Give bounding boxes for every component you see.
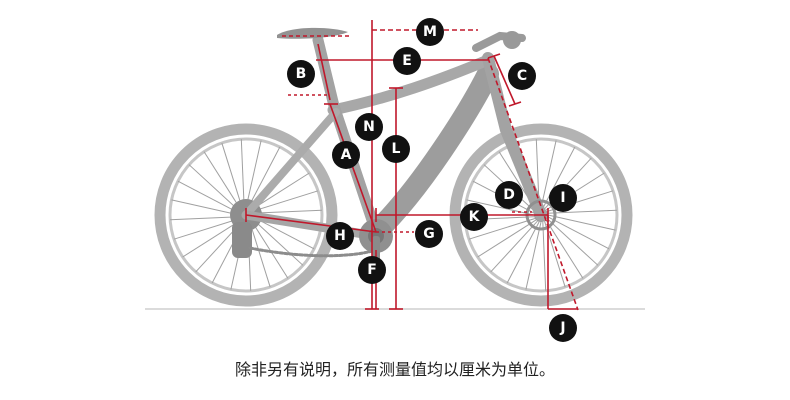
top-tube (327, 54, 494, 116)
spoke (466, 199, 535, 216)
spoke (251, 218, 304, 266)
spoke (468, 218, 536, 240)
badge-d-label: D (503, 187, 515, 203)
spoke (477, 219, 537, 258)
handlebar (472, 31, 526, 52)
spoke (490, 220, 538, 273)
spoke (245, 140, 262, 209)
badge-e-label: E (402, 53, 412, 69)
badge-e: E (393, 47, 421, 75)
spoke (182, 219, 242, 258)
fork (482, 52, 547, 221)
measure-h-line (245, 214, 377, 233)
badge-d: D (495, 181, 523, 209)
spoke (547, 209, 617, 214)
badge-j-label: J (559, 320, 565, 336)
spoke (221, 142, 243, 210)
badge-l-label: L (392, 141, 401, 157)
spoke (177, 180, 240, 214)
badge-i-label: I (560, 190, 565, 206)
front-spokes (465, 139, 617, 291)
spoke (203, 151, 242, 211)
spoke (546, 218, 599, 266)
spoke (171, 199, 240, 216)
spoke (547, 214, 616, 231)
badge-k: K (460, 203, 488, 231)
spoke (249, 220, 271, 288)
badge-c: C (508, 62, 536, 90)
badge-m: M (416, 18, 444, 46)
measure-a-line (329, 103, 377, 233)
badge-g-label: G (423, 226, 435, 242)
badge-a-label: A (341, 147, 352, 163)
badge-f: F (358, 256, 386, 284)
spoke (251, 190, 319, 212)
badge-b-label: B (296, 66, 307, 82)
spoke (247, 146, 281, 209)
spoke (173, 218, 241, 240)
spoke (547, 216, 610, 250)
seat-tube (312, 34, 382, 238)
measure-i-line (487, 57, 579, 311)
spoke (545, 219, 584, 279)
spoke (188, 164, 241, 212)
caption: 除非另有说明，所有测量值均以厘米为单位。 (234, 360, 555, 379)
measure-c-line (493, 55, 516, 105)
spoke (252, 209, 322, 214)
badge-a: A (332, 141, 360, 169)
badge-b: B (287, 60, 315, 88)
chain (248, 246, 378, 258)
badge-l: L (382, 135, 410, 163)
spoke (170, 216, 240, 221)
badge-h-label: H (334, 228, 346, 244)
spoke (540, 140, 557, 209)
badge-c-label: C (517, 68, 527, 84)
spoke (250, 219, 289, 279)
spoke (542, 146, 576, 209)
badge-n: N (355, 113, 383, 141)
measure-b-line (317, 43, 331, 101)
badge-g: G (415, 220, 443, 248)
seat-stay (242, 108, 340, 219)
spoke (525, 221, 542, 290)
badge-n-label: N (363, 119, 375, 135)
badge-m-label: M (423, 24, 437, 40)
badge-f-label: F (367, 262, 377, 278)
badge-k-label: K (469, 209, 481, 225)
badge-h: H (326, 222, 354, 250)
badge-i: I (549, 184, 577, 212)
badge-j: J (549, 314, 577, 342)
saddle (277, 27, 348, 39)
spoke (240, 139, 245, 209)
spoke (506, 221, 540, 284)
spoke (542, 221, 547, 291)
